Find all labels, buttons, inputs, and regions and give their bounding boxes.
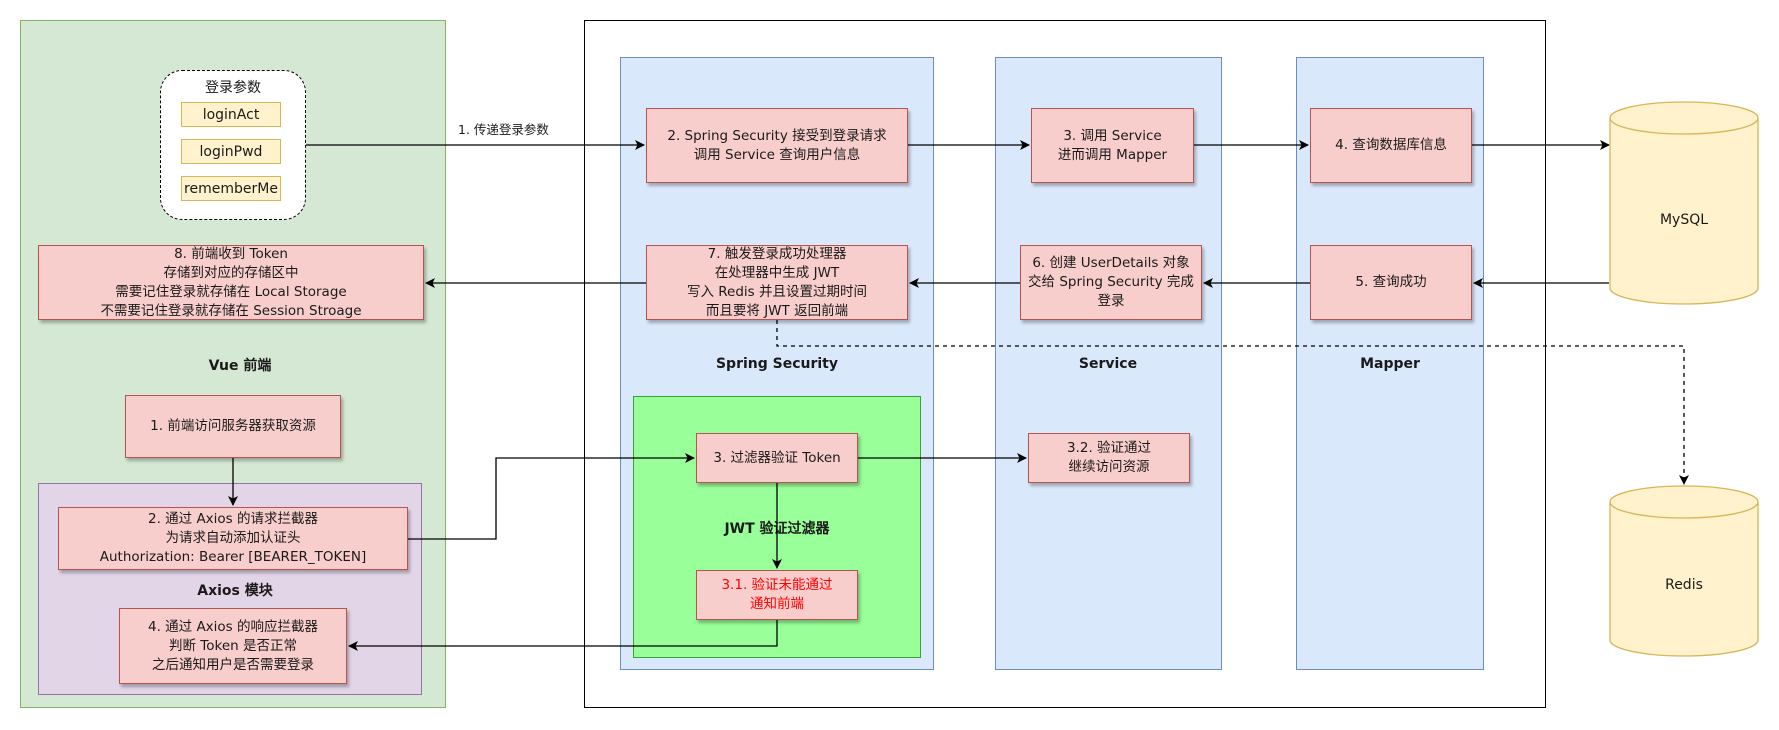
param-remember-me: rememberMe [181,176,281,201]
verify-fail-box: 3.1. 验证未能通过通知前端 [696,570,858,620]
mysql-label: MySQL [1659,212,1709,228]
edge-fail-to-axios-response [348,620,778,651]
param-login-act: loginAct [181,102,281,127]
axios-response-interceptor-box: 4. 通过 Axios 的响应拦截器判断 Token 是否正常之后通知用户是否需… [119,608,347,684]
service-label: Service [1078,356,1138,372]
edge-axios-to-filter [408,453,695,540]
mapper-success-box: 5. 查询成功 [1310,245,1472,320]
frontend-access-box: 1. 前端访问服务器获取资源 [125,395,341,458]
mysql-database-icon [1609,101,1759,305]
redis-label: Redis [1665,577,1703,593]
edge-label-pass-params: 1. 传递登录参数 [458,119,549,138]
vue-frontend-label: Vue 前端 [208,358,272,374]
service-create-userdetails-box: 6. 创建 UserDetails 对象交给 Spring Security 完… [1020,245,1202,320]
spring-receive-login-box: 2. Spring Security 接受到登录请求调用 Service 查询用… [646,108,908,183]
param-login-pwd: loginPwd [181,139,281,164]
filter-verify-token-box: 3. 过滤器验证 Token [696,433,858,483]
mapper-query-box: 4. 查询数据库信息 [1310,108,1472,183]
mapper-label: Mapper [1360,356,1420,372]
axios-module-label: Axios 模块 [197,583,273,599]
spring-security-label: Spring Security [715,356,839,372]
verify-pass-box: 3.2. 验证通过继续访问资源 [1028,433,1190,483]
login-params-title: 登录参数 [205,80,261,96]
redis-database-icon [1609,485,1759,657]
edge-spring-to-redis [776,320,1689,485]
